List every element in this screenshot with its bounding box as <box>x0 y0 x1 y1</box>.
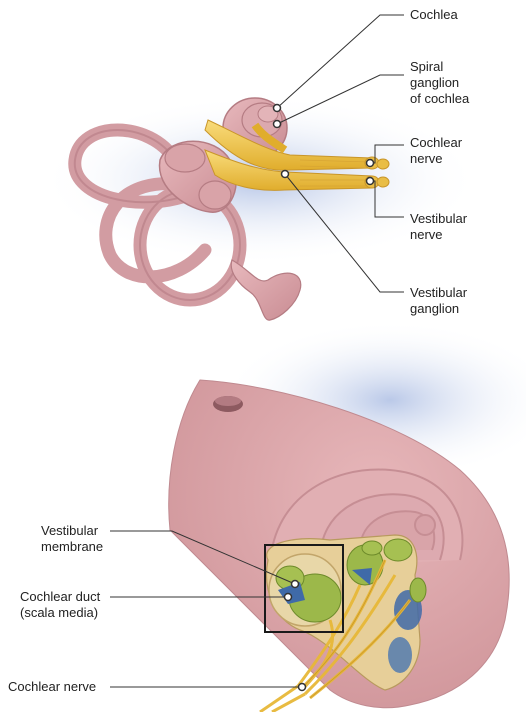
bottom-pointer-dots <box>283 579 307 692</box>
bottom-figure <box>110 320 526 712</box>
label-cochlear-nerve-bottom: Cochlear nerve <box>8 679 97 694</box>
top-pointer-dots <box>272 103 375 186</box>
label-vestibular-nerve: Vestibular nerve <box>410 211 468 242</box>
top-leader-lines <box>276 14 404 293</box>
ampulla <box>164 143 206 173</box>
label-vestibular-ganglion: Vestibular ganglion <box>410 285 468 316</box>
top-figure <box>40 14 480 321</box>
label-cochlear-nerve-top: Cochlear nerve <box>410 135 463 166</box>
label-vestibular-membrane: Vestibular membrane <box>41 523 104 554</box>
magnified-region-box <box>264 544 344 633</box>
label-cochlea: Cochlea <box>410 7 458 22</box>
label-spiral-ganglion: Spiral ganglion of cochlea <box>410 59 470 106</box>
bottom-leader-lines <box>110 530 302 688</box>
endolymphatic-sac <box>230 259 302 321</box>
label-cochlear-duct: Cochlear duct (scala media) <box>20 589 101 620</box>
